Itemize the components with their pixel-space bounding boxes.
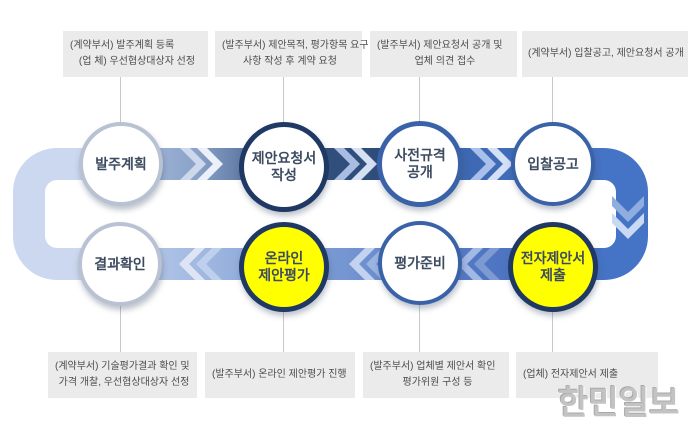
note-line: (계약부서) 기술평가결과 확인 및 (55, 360, 190, 372)
connector-line (283, 77, 284, 122)
chevron-right-icon (334, 148, 377, 180)
note-line: (계약부서) 입찰공고, 제안요청서 공개 (528, 47, 684, 59)
note-line: 가격 개찰, 우선협상대상자 선정 (58, 377, 190, 388)
connector-line (283, 307, 284, 352)
step-bid-notice: 입찰공고 (511, 122, 595, 206)
chevron-right-icon (180, 148, 223, 180)
note-evaluation-prep: (발주부서) 업체별 제안서 확인 평가위원 구성 등 (363, 352, 509, 398)
note-line: (발주부서) 업체별 제안서 확인 (370, 360, 496, 372)
note-order-plan: (계약부서) 발주계획 등록 (업 체) 우선협상대상자 선정 (63, 31, 208, 77)
connector-line (120, 306, 121, 352)
note-bid-notice: (계약부서) 입찰공고, 제안요청서 공개 (522, 31, 688, 77)
note-line: (발주부서) 제안요청서 공개 및 (377, 39, 503, 51)
note-line: (발주부서) 온라인 제안평가 진행 (212, 368, 347, 380)
connector-line (419, 305, 420, 352)
note-line: 평가위원 구성 등 (402, 377, 473, 388)
step-rfp-writing: 제안요청서 작성 (239, 122, 329, 212)
note-result-check: (계약부서) 기술평가결과 확인 및 가격 개찰, 우선협상대상자 선정 (48, 352, 197, 398)
connector-line (552, 77, 553, 122)
step-eproposal-submission: 전자제안서 제출 (508, 222, 598, 312)
note-line: 업체 의견 접수 (414, 56, 476, 67)
note-online-evaluation: (발주부서) 온라인 제안평가 진행 (205, 352, 355, 398)
note-rfp-writing: (발주부서) 제안목적, 평가항목 요구 사항 작성 후 계약 요청 (215, 31, 369, 77)
step-result-check: 결과확인 (78, 222, 162, 306)
note-line: (발주부서) 제안목적, 평가항목 요구 (222, 39, 369, 51)
connector-line (120, 77, 121, 122)
connector-line (419, 77, 420, 121)
note-line: 사항 작성 후 계약 요청 (243, 56, 337, 67)
step-online-evaluation: 온라인 제안평가 (239, 222, 329, 312)
connector-line (552, 307, 553, 352)
step-evaluation-prep: 평가준비 (378, 221, 462, 305)
note-prespec-disclosure: (발주부서) 제안요청서 공개 및 업체 의견 접수 (370, 31, 517, 77)
note-line: (계약부서) 발주계획 등록 (70, 39, 175, 51)
chevron-left-icon (457, 248, 500, 280)
chevron-left-icon (179, 248, 222, 280)
note-line: (업체) 전자제안서 제출 (523, 368, 619, 380)
chevron-right-icon (470, 148, 513, 180)
step-prespec-disclosure: 사전규격 공개 (377, 121, 463, 207)
chevron-down-icon (612, 196, 644, 239)
note-eproposal-submission: (업체) 전자제안서 제출 (516, 352, 658, 398)
step-order-plan: 발주계획 (79, 122, 163, 206)
watermark-hanmin-ilbo: 한민일보 (558, 384, 680, 421)
note-line: (업 체) 우선협상대상자 선정 (78, 56, 196, 67)
